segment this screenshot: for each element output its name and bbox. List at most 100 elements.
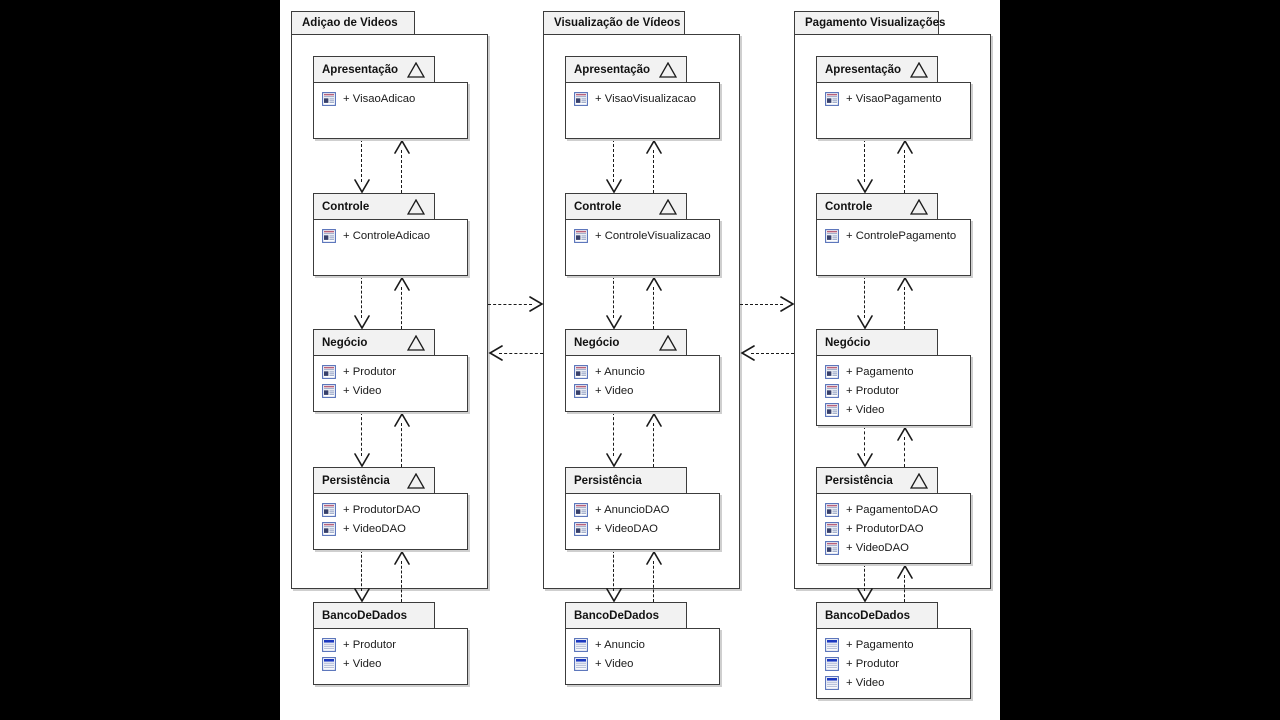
member-row[interactable]: + VisaoAdicao [314, 89, 467, 108]
database-members: + Pagamento+ Produtor+ Video [816, 628, 971, 699]
dependency-line-down [361, 276, 362, 318]
triangle-icon [909, 198, 929, 215]
arrowhead-down [605, 588, 623, 608]
layer-name: Apresentação [825, 63, 902, 76]
member-row[interactable]: + ControleAdicao [314, 226, 467, 245]
arrowhead-up [393, 276, 411, 296]
arrowhead-up [393, 139, 411, 159]
triangle-icon [658, 334, 678, 351]
triangle-icon [658, 61, 678, 78]
member-label: + Anuncio [595, 365, 645, 378]
table-icon [825, 656, 839, 671]
dependency-line-up [904, 437, 905, 467]
class-icon [825, 228, 839, 243]
member-row[interactable]: + Anuncio [566, 635, 719, 654]
table-icon [574, 656, 588, 671]
class-icon [825, 402, 839, 417]
layer-members: + VisaoVisualizacao [565, 82, 720, 139]
arrowhead-down [856, 315, 874, 335]
member-row[interactable]: + AnuncioDAO [566, 500, 719, 519]
database-members: + Produtor + Video [313, 628, 468, 685]
layer-name: Apresentação [322, 63, 399, 76]
arrowhead-up [896, 426, 914, 446]
member-row[interactable]: + Produtor [314, 362, 467, 381]
layer-name: Persistência [574, 474, 642, 487]
layer-header: Apresentação [313, 56, 435, 83]
member-row[interactable]: + Produtor [817, 381, 970, 400]
layer-members: + ControlePagamento [816, 219, 971, 276]
member-row[interactable]: + Video [566, 381, 719, 400]
database-members: + Anuncio + Video [565, 628, 720, 685]
layer-header: Controle [313, 193, 435, 220]
member-row[interactable]: + ProdutorDAO [314, 500, 467, 519]
member-label: + PagamentoDAO [846, 503, 938, 516]
table-icon [825, 637, 839, 652]
member-row[interactable]: + ControlePagamento [817, 226, 970, 245]
member-label: + Video [343, 384, 382, 397]
package-title: Pagamento Visualizações [805, 17, 946, 29]
package-dependency-left [751, 353, 794, 354]
table-icon [322, 637, 336, 652]
member-label: + Produtor [846, 384, 900, 397]
layer-name: Negócio [825, 336, 871, 349]
layer-members: + Anuncio + Video [565, 355, 720, 412]
arrowhead-down [353, 588, 371, 608]
class-icon [574, 228, 588, 243]
class-icon [574, 502, 588, 517]
triangle-icon [909, 61, 929, 78]
member-row[interactable]: + Video [566, 654, 719, 673]
arrowhead-down [353, 179, 371, 199]
member-row[interactable]: + VideoDAO [566, 519, 719, 538]
arrowhead-down [856, 179, 874, 199]
class-icon [825, 364, 839, 379]
member-label: + Video [595, 384, 634, 397]
package-title-tab: Pagamento Visualizações [794, 11, 945, 35]
arrowhead-up [645, 412, 663, 432]
member-row[interactable]: + Pagamento [817, 635, 970, 654]
member-row[interactable]: + ProdutorDAO [817, 519, 970, 538]
layer-members: + ControleVisualizacao [565, 219, 720, 276]
layer-header: Negócio [565, 329, 687, 356]
class-icon [574, 521, 588, 536]
layer-header: Apresentação [565, 56, 687, 83]
member-label: + VisaoPagamento [846, 92, 942, 105]
dependency-line-up [401, 150, 402, 193]
arrowhead-down [856, 453, 874, 473]
class-icon [825, 540, 839, 555]
member-label: + Produtor [343, 638, 397, 651]
dependency-line-up [904, 287, 905, 329]
member-row[interactable]: + Video [817, 400, 970, 419]
member-row[interactable]: + PagamentoDAO [817, 500, 970, 519]
member-row[interactable]: + VideoDAO [314, 519, 467, 538]
layer-header: Persistência [313, 467, 435, 494]
layer-header: Persistência [565, 467, 687, 494]
dependency-line-down [613, 139, 614, 182]
member-label: + Anuncio [595, 638, 645, 651]
layer-members: + Produtor + Video [313, 355, 468, 412]
member-label: + ControleAdicao [343, 229, 430, 242]
table-icon [574, 637, 588, 652]
member-row[interactable]: + Video [817, 673, 970, 692]
layer-header: Negócio [313, 329, 435, 356]
member-row[interactable]: + ControleVisualizacao [566, 226, 719, 245]
member-row[interactable]: + Produtor [817, 654, 970, 673]
member-row[interactable]: + Video [314, 654, 467, 673]
class-icon [322, 502, 336, 517]
member-label: + VisaoVisualizacao [595, 92, 697, 105]
member-row[interactable]: + Video [314, 381, 467, 400]
dependency-line-up [653, 423, 654, 467]
class-icon [322, 228, 336, 243]
member-row[interactable]: + Produtor [314, 635, 467, 654]
member-row[interactable]: + Anuncio [566, 362, 719, 381]
package-dependency-right [488, 304, 532, 305]
layer-header: Controle [565, 193, 687, 220]
arrowhead-up [393, 412, 411, 432]
member-row[interactable]: + VisaoPagamento [817, 89, 970, 108]
member-row[interactable]: + Pagamento [817, 362, 970, 381]
layer-name: Persistência [322, 474, 390, 487]
arrowhead-left [488, 344, 503, 367]
member-row[interactable]: + VisaoVisualizacao [566, 89, 719, 108]
member-row[interactable]: + VideoDAO [817, 538, 970, 557]
class-icon [825, 91, 839, 106]
triangle-icon [406, 334, 426, 351]
